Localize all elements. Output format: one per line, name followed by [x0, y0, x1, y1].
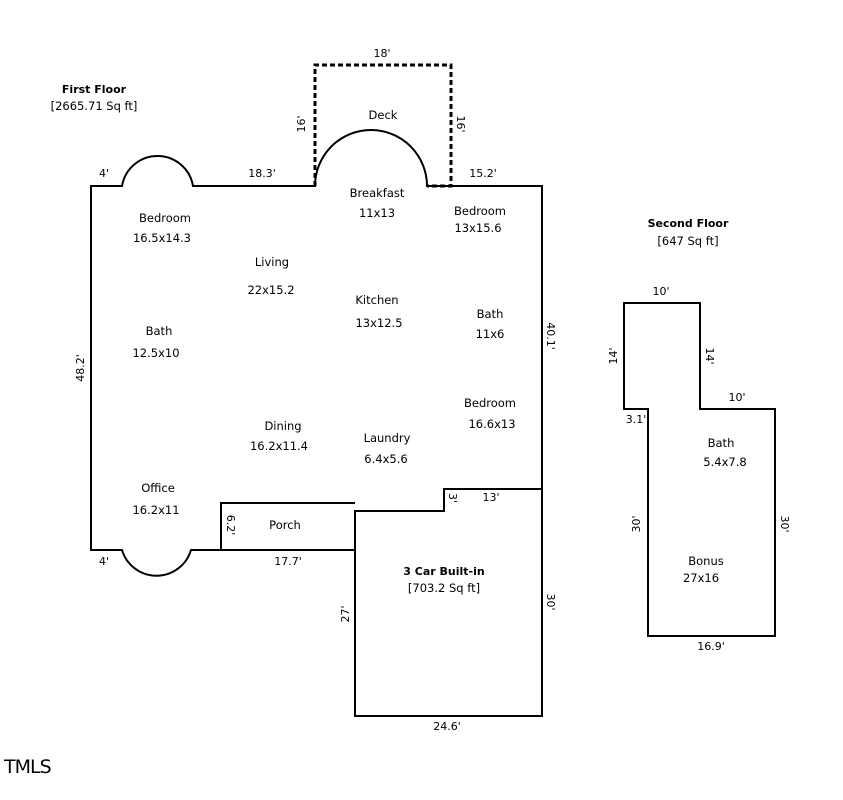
room-bath-w-name: Bath [146, 324, 173, 338]
dim-left: 48.2' [74, 354, 87, 382]
room-porch-name: Porch [269, 518, 301, 532]
dim-sf-right: 30' [778, 515, 791, 532]
dim-top-left: 4' [99, 167, 109, 180]
dim-sf-bottom: 16.9' [697, 640, 725, 653]
room-bedroom-ne-name: Bedroom [454, 204, 506, 218]
room-living-name: Living [255, 255, 289, 269]
room-bath-e-name: Bath [477, 307, 504, 321]
garage-wall [354, 489, 543, 717]
deck-outline [313, 63, 453, 188]
dim-bottom-left: 4' [99, 555, 109, 568]
dim-sf-left-upper: 14' [607, 347, 620, 364]
room-bedroom-nw-size: 16.5x14.3 [133, 231, 191, 245]
dim-porch-side: 6.2' [224, 515, 237, 536]
second-floor-title: Second Floor [648, 217, 729, 230]
deck-dim-top: 18' [373, 47, 390, 60]
garage-title: 3 Car Built-in [403, 565, 484, 578]
dim-garage-bottom: 24.6' [433, 720, 461, 733]
room-laundry-name: Laundry [364, 431, 411, 445]
deck-dim-right: 16' [454, 115, 467, 132]
room-bath-e-size: 11x6 [476, 327, 505, 341]
dim-garage-left: 27' [339, 605, 352, 622]
room-dining-size: 16.2x11.4 [250, 439, 308, 453]
first-floor-area: [2665.71 Sq ft] [51, 99, 138, 113]
first-floor-wall [90, 129, 543, 577]
room-living-size: 22x15.2 [247, 283, 294, 297]
deck-dim-left: 16' [295, 115, 308, 132]
room-bedroom-e-size: 16.6x13 [468, 417, 515, 431]
dim-garage-right: 30' [544, 593, 557, 610]
room-bedroom-nw-name: Bedroom [139, 211, 191, 225]
room-bonus-size: 27x16 [683, 571, 719, 585]
room-bonus-name: Bonus [688, 554, 724, 568]
room-bath-w-size: 12.5x10 [132, 346, 179, 360]
dim-notch-small: 3' [446, 493, 459, 503]
room-office-name: Office [141, 481, 175, 495]
dim-sf-step: 10' [728, 391, 745, 404]
dim-notch-top: 13' [482, 491, 499, 504]
room-kitchen-name: Kitchen [355, 293, 398, 307]
dim-sf-left-step: 3.1' [626, 413, 647, 426]
room-bedroom-ne-size: 13x15.6 [454, 221, 501, 235]
dim-top-right: 15.2' [469, 167, 497, 180]
dim-sf-inner: 14' [703, 347, 716, 364]
room-dining-name: Dining [264, 419, 301, 433]
room-bedroom-e-name: Bedroom [464, 396, 516, 410]
room-kitchen-size: 13x12.5 [355, 316, 402, 330]
garage-area: [703.2 Sq ft] [408, 581, 480, 595]
deck-label: Deck [369, 108, 398, 122]
dim-sf-top: 10' [652, 285, 669, 298]
porch-wall [220, 502, 355, 550]
room-breakfast-name: Breakfast [350, 186, 405, 200]
dim-top-mid: 18.3' [248, 167, 276, 180]
second-floor-area: [647 Sq ft] [657, 234, 718, 248]
room-bath-2-size: 5.4x7.8 [703, 455, 746, 469]
room-bath-2-name: Bath [708, 436, 735, 450]
dim-sf-left: 30' [630, 515, 643, 532]
dim-right: 40.1' [544, 322, 557, 350]
second-floor-wall [623, 302, 776, 637]
tmls-logo: TMLS [3, 756, 51, 778]
first-floor-title: First Floor [62, 83, 127, 96]
room-laundry-size: 6.4x5.6 [364, 452, 407, 466]
room-office-size: 16.2x11 [132, 503, 179, 517]
dim-porch-bottom: 17.7' [274, 555, 302, 568]
room-breakfast-size: 11x13 [359, 206, 395, 220]
